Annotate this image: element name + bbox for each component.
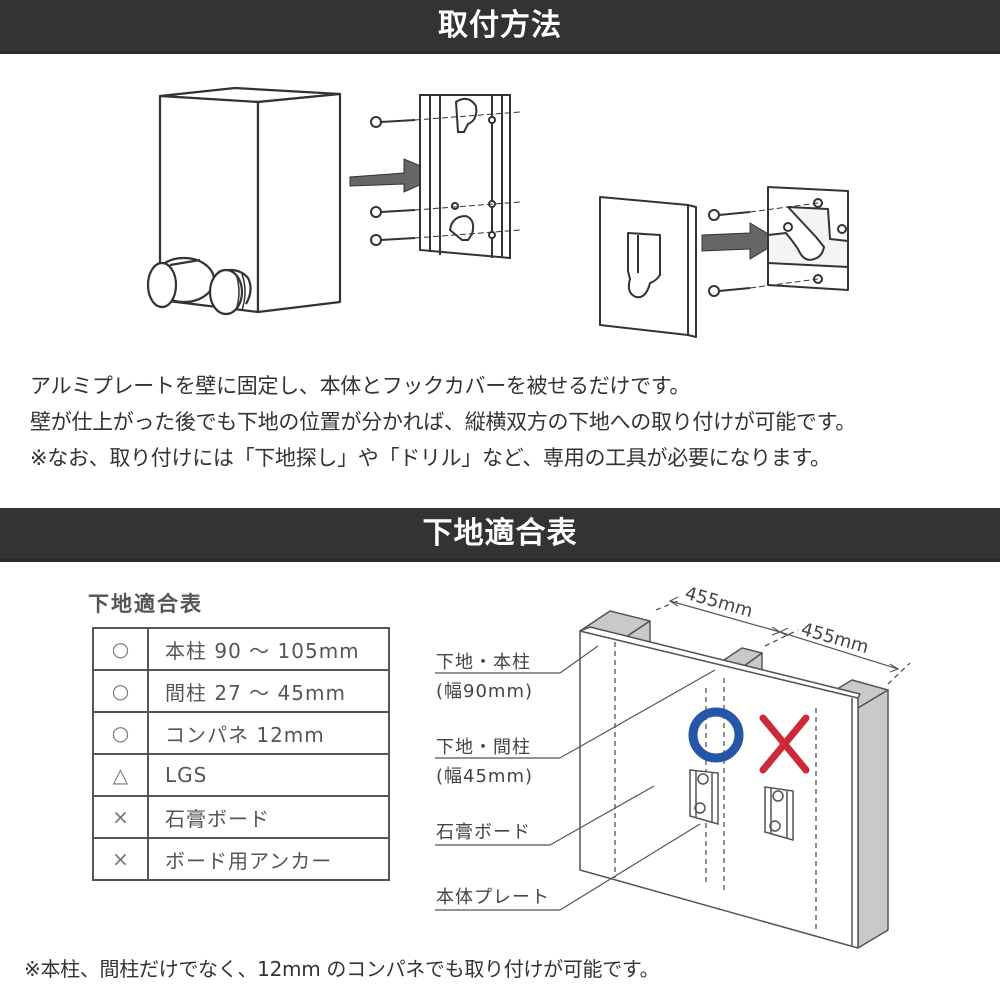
compat-mark: ○ [92,711,149,755]
compat-mark: × [92,795,149,839]
table-row: ○本柱 90 ～ 105mm [92,627,390,671]
table-row: ×ボード用アンカー [92,837,390,881]
callout-main-stud: 下地・本柱 (幅90mm) [436,652,534,702]
table-title: 下地適合表 [88,592,203,616]
section-title: 取付方法 [438,8,562,43]
section-header-installation: 取付方法 [0,0,1000,54]
compat-mark: ○ [92,627,149,671]
callout-inter-stud: 下地・間柱 (幅45mm) [436,737,534,787]
section-title: 下地適合表 [422,516,578,551]
description-line: アルミプレートを壁に固定し、本体とフックカバーを被せるだけです。 [30,374,691,398]
ng-cross-icon [759,714,810,774]
compat-mark: ○ [92,669,149,713]
table-row: ×石膏ボード [92,795,390,839]
description-line: ※なお、取り付けには「下地探し」や「ドリル」など、専用の工具が必要になります。 [30,446,831,470]
substrate-label: LGS [147,753,390,797]
callout-body-plate: 本体プレート [436,887,550,908]
description-line: 壁が仕上がった後でも下地の位置が分かれば、縦横双方の下地への取り付けが可能です。 [30,410,856,434]
section-header-compatibility: 下地適合表 [0,508,1000,562]
compatibility-table: ○本柱 90 ～ 105mm ○間柱 27 ～ 45mm ○コンパネ 12mm … [92,627,390,881]
table-row: △LGS [92,753,390,797]
substrate-label: 間柱 27 ～ 45mm [147,669,390,713]
installation-description: アルミプレートを壁に固定し、本体とフックカバーを被せるだけです。 壁が仕上がった… [30,368,856,476]
callout-gypsum-board: 石膏ボード [436,822,531,843]
installation-illustration-main-unit [146,86,521,316]
compat-mark: △ [92,753,149,797]
wall-stud-diagram [435,596,911,949]
footnote: ※本柱、間柱だけでなく、12mm のコンパネでも取り付けが可能です。 [24,957,660,981]
substrate-label: 石膏ボード [147,795,390,839]
installation-illustration-hook-cover [599,186,849,338]
table-row: ○間柱 27 ～ 45mm [92,669,390,713]
compat-mark: × [92,837,149,881]
substrate-label: 本柱 90 ～ 105mm [147,627,390,671]
substrate-label: ボード用アンカー [147,837,390,881]
substrate-label: コンパネ 12mm [147,711,390,755]
ok-circle-icon [688,707,744,763]
table-row: ○コンパネ 12mm [92,711,390,755]
arrow-right-icon [701,222,781,260]
